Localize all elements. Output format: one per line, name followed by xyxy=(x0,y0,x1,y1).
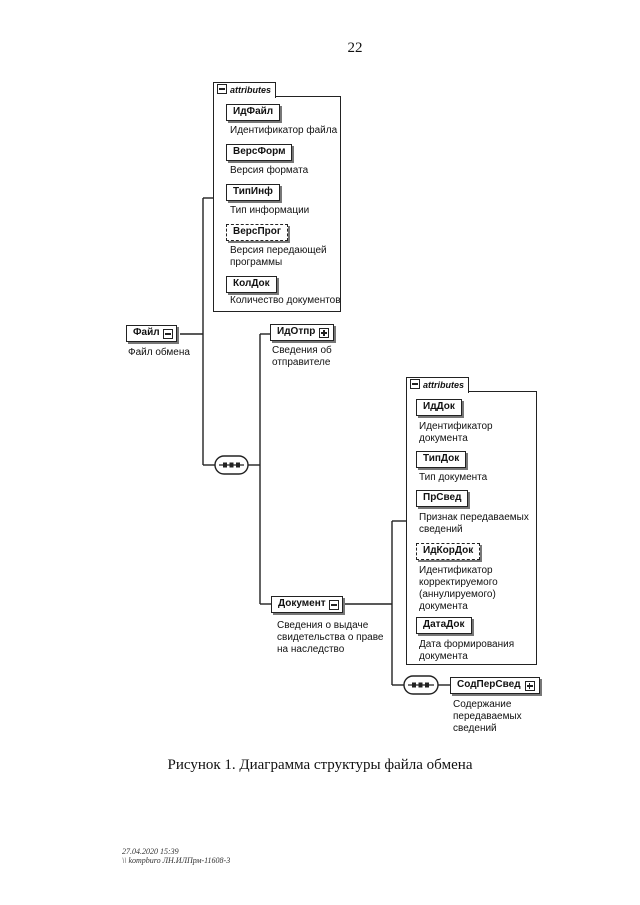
print-stamp: 27.04.2020 15:39 \\ kompburo ЛН.ИЛПрм-11… xyxy=(122,847,230,865)
element-sodpersved-desc-2: передаваемых xyxy=(453,711,522,722)
stamp-line-2: \\ kompburo ЛН.ИЛПрм-11608-3 xyxy=(122,856,231,865)
attr-datadok-desc-1: Дата формирования xyxy=(419,639,515,650)
element-sodpersved[interactable]: СодПерСвед xyxy=(450,677,540,694)
attr-koldok[interactable]: КолДок xyxy=(226,276,277,293)
attr-iddok-desc-2: документа xyxy=(419,433,468,444)
expand-icon[interactable] xyxy=(524,681,535,691)
expand-icon[interactable] xyxy=(319,328,330,338)
element-document-desc-3: на наследство xyxy=(277,644,345,655)
element-sodpersved-desc-1: Содержание xyxy=(453,699,512,710)
attr-versform-desc: Версия формата xyxy=(230,165,309,176)
figure-caption: Рисунок 1. Диаграмма структуры файла обм… xyxy=(167,757,473,773)
element-idotpr-desc-2: отправителе xyxy=(272,357,331,368)
element-idotpr[interactable]: ИдОтпр xyxy=(270,324,335,341)
attr-idfile-desc: Идентификатор файла xyxy=(230,125,338,136)
attr-idkordok-desc-4: документа xyxy=(419,601,468,612)
collapse-icon[interactable] xyxy=(410,379,420,389)
page-number: 22 xyxy=(347,40,363,56)
attr-datadok[interactable]: ДатаДок xyxy=(416,617,472,634)
element-document[interactable]: Документ xyxy=(271,596,343,613)
attr-prsved-desc-2: сведений xyxy=(419,524,463,535)
attr-koldok-desc: Количество документов xyxy=(230,295,341,306)
attr-versprog[interactable]: ВерсПрог xyxy=(226,224,289,241)
attr-idkordok-desc-2: корректируемого xyxy=(419,577,498,588)
sequence-compositor-1 xyxy=(214,455,249,475)
attr-datadok-desc-2: документа xyxy=(419,651,468,662)
attr-tipdok-desc: Тип документа xyxy=(419,472,488,483)
sequence-compositor-2 xyxy=(403,675,439,695)
root-element-desc: Файл обмена xyxy=(128,347,190,358)
attr-idkordok-desc-1: Идентификатор xyxy=(419,565,493,576)
attr-iddok-desc-1: Идентификатор xyxy=(419,421,493,432)
attr-tipinf-desc: Тип информации xyxy=(230,205,310,216)
element-sodpersved-desc-3: сведений xyxy=(453,723,497,734)
element-document-desc-1: Сведения о выдаче xyxy=(277,620,369,631)
collapse-icon[interactable] xyxy=(328,600,339,610)
attr-tipdok[interactable]: ТипДок xyxy=(416,451,467,468)
element-idotpr-desc-1: Сведения об xyxy=(272,345,332,356)
attr-versprog-desc-1: Версия передающей xyxy=(230,245,327,256)
document-attributes-tab[interactable]: attributes xyxy=(406,377,470,393)
attr-versform[interactable]: ВерсФорм xyxy=(226,144,293,161)
attr-versprog-desc-2: программы xyxy=(230,257,283,268)
attr-prsved-desc-1: Признак передаваемых xyxy=(419,512,529,523)
stamp-line-1: 27.04.2020 15:39 xyxy=(122,847,179,856)
attr-idkordok-desc-3: (аннулируемого) xyxy=(419,589,496,600)
file-attributes-tab[interactable]: attributes xyxy=(213,82,277,98)
collapse-icon[interactable] xyxy=(162,329,173,339)
attr-idkordok[interactable]: ИдКорДок xyxy=(416,543,481,560)
attr-prsved[interactable]: ПрСвед xyxy=(416,490,469,507)
root-element-file[interactable]: Файл xyxy=(126,325,177,342)
element-document-desc-2: свидетельства о праве xyxy=(277,632,384,643)
attr-tipinf[interactable]: ТипИнф xyxy=(226,184,280,201)
collapse-icon[interactable] xyxy=(217,84,227,94)
attr-iddok[interactable]: ИдДок xyxy=(416,399,462,416)
attr-idfile[interactable]: ИдФайл xyxy=(226,104,281,121)
